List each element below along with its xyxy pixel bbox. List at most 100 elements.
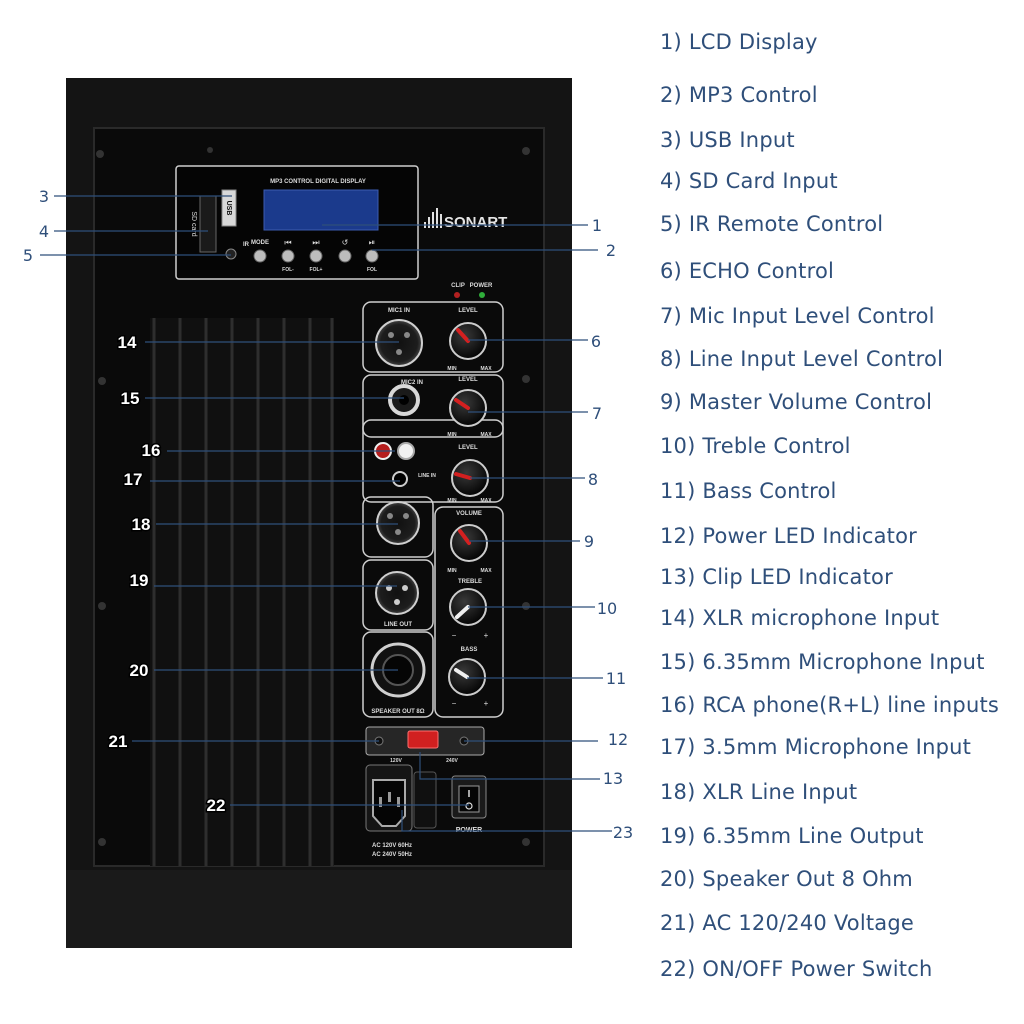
legend-item-17: 17) 3.5mm Microphone Input: [660, 735, 972, 759]
callout-4: 4: [39, 222, 49, 241]
rca-left-input[interactable]: [397, 442, 415, 460]
legend-item-20: 20) Speaker Out 8 Ohm: [660, 867, 913, 891]
knob-pointer: [454, 472, 472, 480]
callout-10: 10: [597, 599, 617, 618]
legend-item-19: 19) 6.35mm Line Output: [660, 824, 924, 848]
xlr-line-input[interactable]: [376, 501, 420, 545]
line-in-label: LINE IN: [418, 473, 436, 479]
legend-item-18: 18) XLR Line Input: [660, 780, 858, 804]
clip-led: [454, 292, 460, 298]
callout-8: 8: [588, 470, 598, 489]
jack-hole: [399, 395, 409, 405]
callout-6: 6: [591, 332, 601, 351]
ac-power-inlet[interactable]: [372, 779, 406, 827]
callout-17: 17: [124, 470, 143, 489]
callout-11: 11: [606, 669, 626, 688]
screw: [522, 147, 530, 155]
xlr-mic-input[interactable]: [375, 319, 423, 367]
clip-led-label: CLIP: [451, 283, 465, 289]
screw: [207, 147, 213, 153]
speaker-out-label: SPEAKER OUT 8Ω: [371, 709, 424, 715]
legend-item-10: 10) Treble Control: [660, 434, 851, 458]
callout-16: 16: [142, 441, 161, 460]
max-label: MAX: [480, 366, 492, 372]
callout-numbers-left: 14 15 16 17 18 19 20 21 22: [107, 332, 227, 817]
xlr-pin: [387, 513, 393, 519]
sd-card-slot[interactable]: [199, 195, 217, 253]
callout-22: 22: [207, 796, 226, 815]
voltage-selector-switch[interactable]: [407, 730, 439, 749]
legend-item-6: 6) ECHO Control: [660, 259, 835, 283]
legend-item-15: 15) 6.35mm Microphone Input: [660, 650, 985, 674]
legend-item-9: 9) Master Volume Control: [660, 390, 933, 414]
ac-rating-line-2: AC 240V 50Hz: [372, 852, 412, 858]
xlr-pin: [404, 332, 410, 338]
inlet-pin: [388, 792, 391, 802]
mic2-level-label: LEVEL: [458, 377, 478, 383]
play-pause-button[interactable]: [365, 249, 379, 263]
callout-5: 5: [23, 246, 33, 265]
callout-9: 9: [584, 532, 594, 551]
xlr-line-output[interactable]: [375, 571, 419, 615]
xlr-pin: [388, 332, 394, 338]
knob-pointer: [458, 529, 471, 545]
usb-port[interactable]: [221, 189, 237, 227]
logo-bar: [440, 214, 442, 228]
callout-12: 12: [608, 730, 628, 749]
legend-item-1: 1) LCD Display: [660, 30, 818, 54]
power-switch[interactable]: [458, 785, 480, 813]
mode-label: MODE: [251, 240, 269, 246]
callout-3: 3: [39, 187, 49, 206]
line-level-label: LEVEL: [458, 445, 478, 451]
mic1-level-label: LEVEL: [458, 308, 478, 314]
power-led: [479, 292, 485, 298]
power-led-label: POWER: [470, 283, 493, 289]
mp3-module-title: MP3 CONTROL DIGITAL DISPLAY: [270, 179, 366, 185]
knob-pointer: [454, 398, 470, 410]
vol-minus-label: FOL-: [282, 267, 294, 273]
max-label: MAX: [480, 568, 492, 574]
callout-19: 19: [130, 571, 149, 590]
mic1-label: MIC1 IN: [388, 308, 410, 314]
xlr-pin: [403, 513, 409, 519]
legend-item-4: 4) SD Card Input: [660, 169, 838, 193]
ir-receiver: [225, 248, 237, 260]
next-button[interactable]: [309, 249, 323, 263]
plus-label: +: [484, 699, 489, 708]
brand-logo: SONART: [424, 208, 507, 231]
mic2-label: MIC2 IN: [401, 380, 423, 386]
screw: [98, 602, 106, 610]
min-label: MIN: [447, 432, 457, 438]
screw: [98, 838, 106, 846]
logo-bar: [436, 208, 438, 228]
callout-21: 21: [109, 732, 128, 751]
logo-bar: [432, 212, 434, 228]
callout-7: 7: [592, 404, 602, 423]
brand-name: SONART: [444, 214, 507, 231]
fuse-holder: [413, 771, 437, 829]
xlr-pin: [396, 349, 402, 355]
screw: [96, 150, 104, 158]
prev-button[interactable]: [281, 249, 295, 263]
mp3-module: MP3 CONTROL DIGITAL DISPLAY USB SD card …: [175, 165, 419, 280]
callout-18: 18: [132, 515, 151, 534]
callout-14: 14: [118, 333, 137, 352]
leader-lines: [40, 195, 612, 832]
repeat-button[interactable]: [338, 249, 352, 263]
legend-item-16: 16) RCA phone(R+L) line inputs: [660, 693, 1000, 717]
min-label: MIN: [447, 498, 457, 504]
min-label: MIN: [447, 366, 457, 372]
ir-label: IR: [243, 242, 250, 248]
heatsink-base: [150, 318, 334, 866]
screw: [522, 602, 530, 610]
xlr-pin: [395, 529, 401, 535]
heatsink: [150, 318, 334, 866]
jack-35-mic-input[interactable]: [392, 471, 408, 487]
usb-label: USB: [225, 201, 232, 216]
screw: [522, 375, 530, 383]
mode-button[interactable]: [253, 249, 267, 263]
minus-label: −: [452, 699, 457, 708]
v240-label: 240V: [446, 758, 458, 764]
ac-rating-line-1: AC 120V 60Hz: [372, 843, 412, 849]
